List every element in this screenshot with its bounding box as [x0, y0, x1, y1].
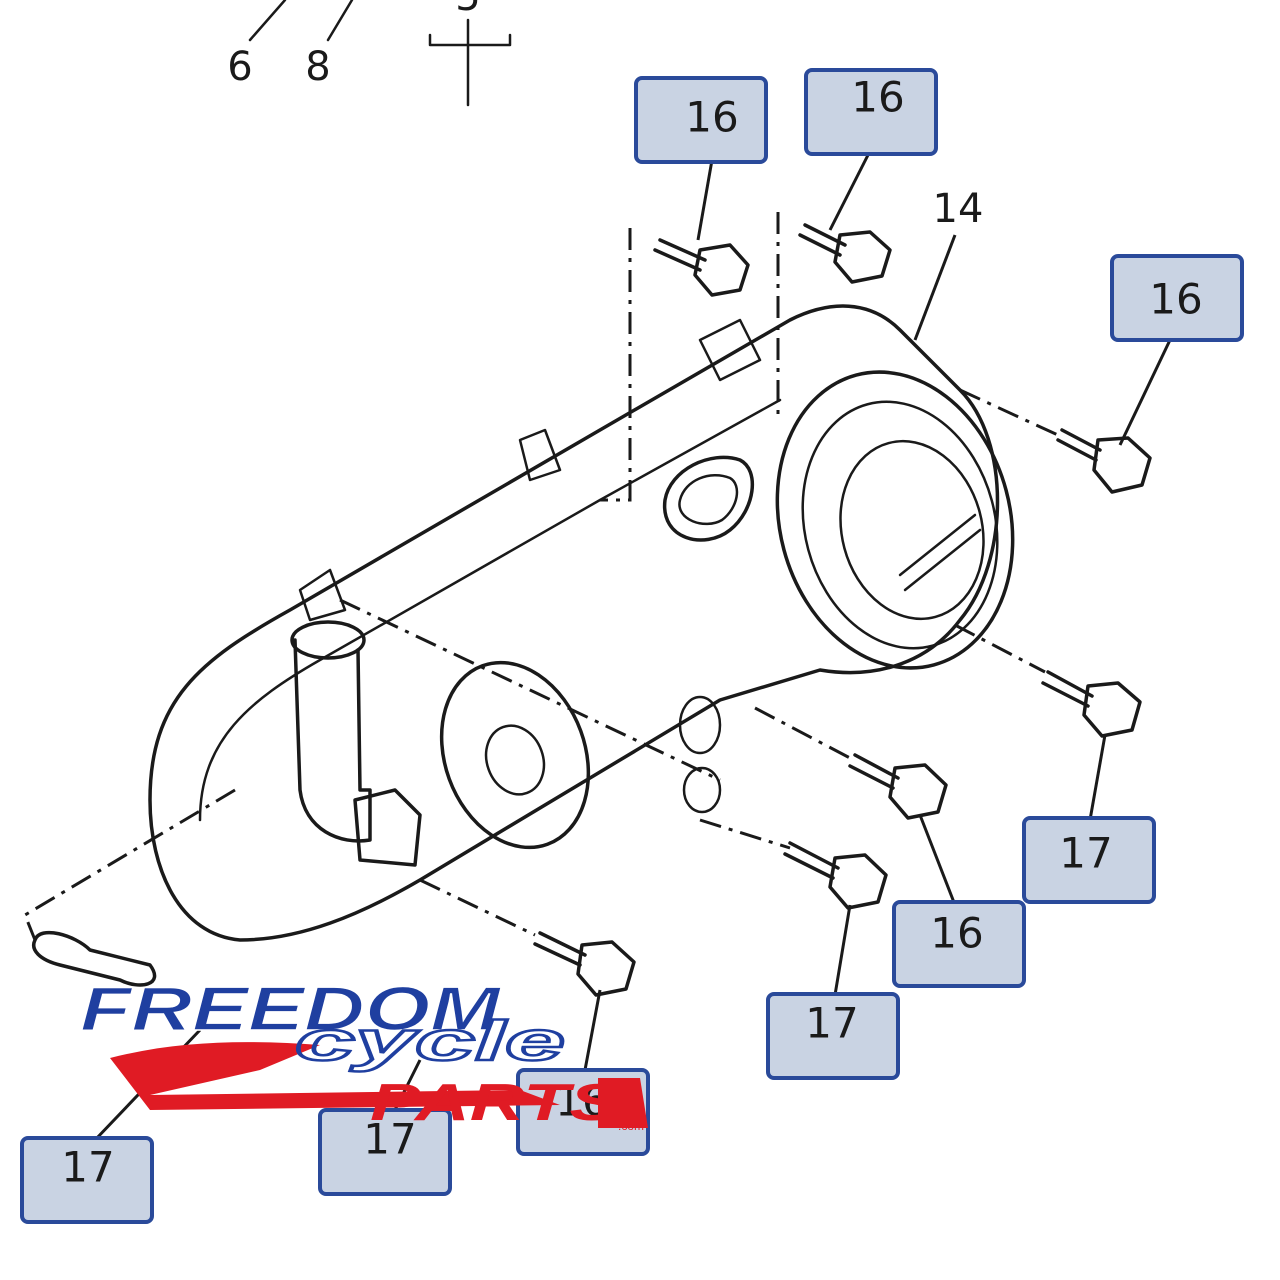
- breather-pipe-top: [290, 620, 366, 660]
- logo-freedom: FREEDOM: [80, 975, 502, 1044]
- breather-fitting: [353, 788, 422, 867]
- clutch-housing-inner: [801, 400, 999, 650]
- svg-text:17: 17: [1059, 829, 1112, 878]
- bolt-17-b: [783, 841, 888, 910]
- bolts: [533, 223, 1152, 997]
- bolt-16-d: [848, 753, 948, 820]
- lug-top: [698, 318, 762, 382]
- logo-cycle: cycle: [295, 1009, 565, 1072]
- logo-parts: PARTS: [370, 1074, 620, 1132]
- svg-text:17: 17: [805, 999, 858, 1048]
- lug-upper: [518, 428, 562, 482]
- top-leader-lines: [248, 0, 512, 107]
- inspection-window-inner: [678, 473, 739, 526]
- cover-inner-rim: [198, 398, 782, 822]
- clutch-housing: [775, 370, 1015, 670]
- cover-outline: [148, 304, 1000, 942]
- logo-parts-tail: [598, 1078, 648, 1128]
- leader-14: [913, 234, 957, 341]
- crankcase-cover: [32, 304, 1015, 987]
- label-boxes: 16 16 16 17 16 17 17 17: [20, 68, 1244, 1224]
- svg-text:17: 17: [61, 1143, 114, 1192]
- label-16-lower-right[interactable]: 16: [892, 900, 1026, 988]
- dowel-pin: [682, 766, 722, 814]
- label-16-right[interactable]: 16: [1110, 254, 1244, 342]
- label-17-bottom-left[interactable]: 17: [20, 1136, 154, 1224]
- freedom-cycle-parts-logo: FREEDOM cycle PARTS .com: [79, 974, 648, 1133]
- bolt-16-c: [1056, 428, 1152, 494]
- svg-text:16: 16: [930, 909, 983, 958]
- bolt-16-e: [533, 931, 636, 997]
- o-ring: [678, 695, 722, 755]
- cap-slot: [898, 513, 982, 592]
- breather-pipe: [293, 638, 372, 843]
- logo-dotcom: .com: [618, 1119, 644, 1133]
- bolt-17-a: [1041, 670, 1142, 738]
- svg-text:17: 17: [363, 1115, 416, 1164]
- top-callouts: 6 8 5: [227, 0, 512, 107]
- callout-6: 6: [227, 44, 252, 90]
- svg-text:16: 16: [1149, 275, 1202, 324]
- svg-text:16: 16: [685, 93, 738, 142]
- label-17-right[interactable]: 17: [1022, 816, 1156, 904]
- clutch-cap: [839, 439, 985, 621]
- callout-5: 5: [455, 0, 480, 20]
- pulley-cover: [439, 660, 591, 850]
- centerlines: [23, 212, 1061, 941]
- inspection-window: [663, 455, 755, 542]
- svg-text:16: 16: [851, 73, 904, 122]
- label-17-bottom-center[interactable]: 17: [318, 1108, 452, 1196]
- logo-swoosh: [110, 1042, 560, 1110]
- label-17-center[interactable]: 17: [766, 992, 900, 1080]
- bracket: [32, 930, 157, 987]
- label-16-top-right[interactable]: 16: [804, 68, 938, 156]
- bolt-16-b: [798, 223, 892, 284]
- lug-left: [298, 568, 347, 622]
- bolt-16-a: [653, 238, 750, 297]
- label-16-top-left[interactable]: 16: [634, 76, 768, 164]
- callout-8: 8: [305, 44, 330, 90]
- pulley-boss: [484, 724, 546, 796]
- callout-14: 14: [933, 186, 984, 232]
